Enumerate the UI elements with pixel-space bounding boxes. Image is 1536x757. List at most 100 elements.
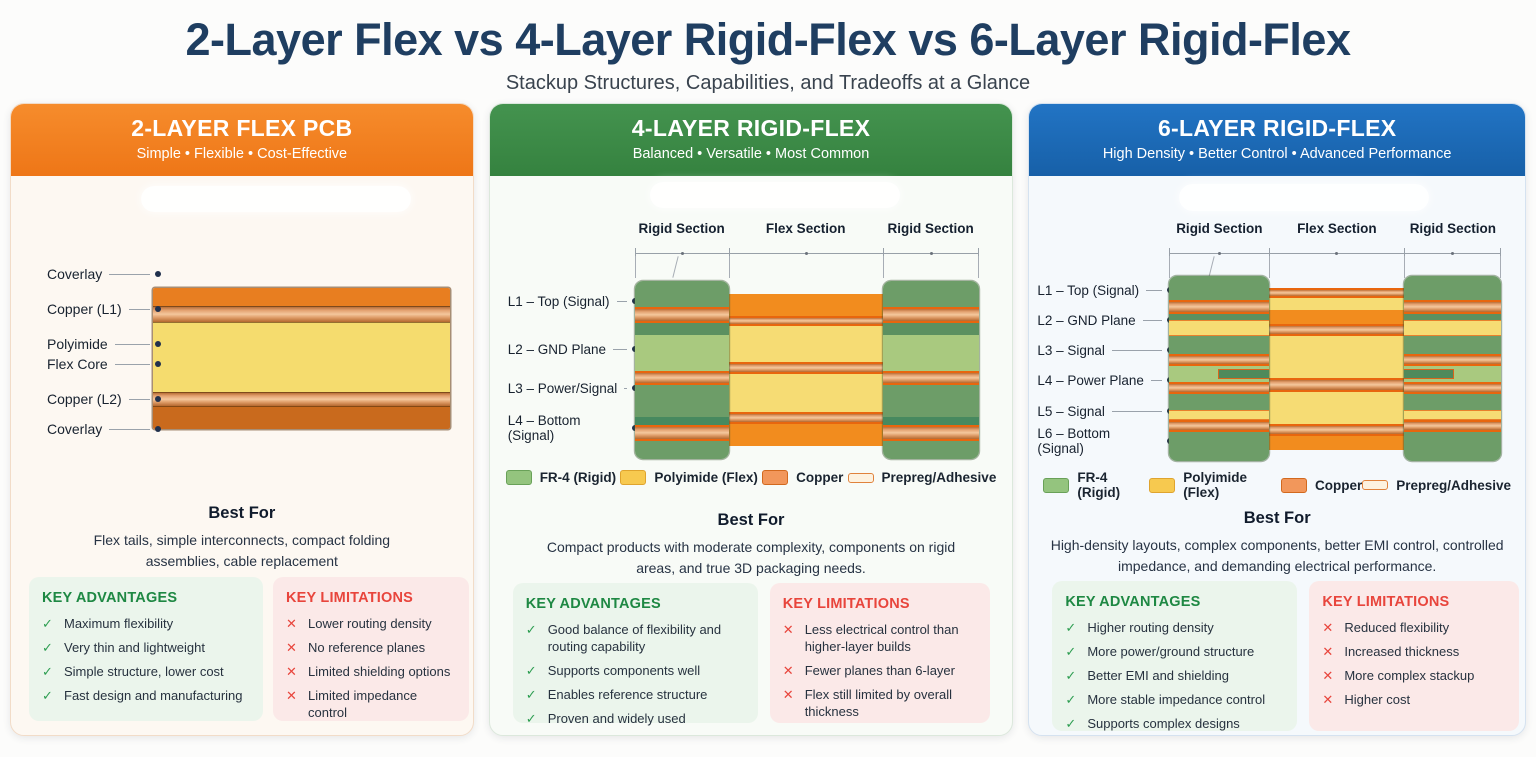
legend-label: FR-4 (Rigid) [539, 470, 617, 485]
panel-header: 2-LAYER FLEX PCB Simple • Flexible • Cos… [11, 104, 473, 176]
dimension-drop-line [1169, 256, 1171, 278]
legend-label: Copper [1314, 477, 1363, 493]
advantage-text: Better EMI and shielding [1087, 667, 1229, 683]
layer-label-text: L5 – Signal [1037, 403, 1105, 419]
layer-coverlay [689, 424, 925, 446]
leader-line [1111, 349, 1163, 351]
layer-label: L6 – Bottom (Signal) [1037, 426, 1174, 456]
layer-copper-l2 [634, 371, 729, 385]
leader-line [128, 308, 150, 310]
layer-power-plane [1404, 366, 1502, 382]
limitation-text: Higher cost [1344, 691, 1411, 707]
advantages-box: KEY ADVANTAGES ✓Higher routing density ✓… [1052, 581, 1298, 733]
layer-copper-l1 [1404, 300, 1502, 314]
check-icon: ✓ [1065, 715, 1077, 731]
advantage-item: ✓Supports components well [526, 663, 745, 680]
dimension-tick [1404, 248, 1406, 258]
advantage-item: ✓ Supports complex designs [1065, 716, 1284, 733]
leader-line [624, 387, 627, 389]
legend-swatch-prepreg [1362, 480, 1389, 490]
rigid-block-left [634, 281, 729, 459]
legend: FR-4 (Rigid) Polyimide (Flex) Copper Pre… [505, 470, 996, 485]
layer-fr4 [1404, 276, 1502, 300]
layer-fr4-dark [634, 417, 729, 425]
layer-coverlay-bottom [153, 406, 450, 429]
dimension-dot [1335, 252, 1339, 255]
leader-line [613, 348, 627, 350]
legend-label: Polyimide (Flex) [1183, 470, 1247, 500]
advantage-item: ✓Good balance of flexibility and routing… [526, 622, 745, 656]
layer-prepreg [1169, 320, 1270, 336]
dimension-drop-line [882, 256, 884, 278]
limitation-text: Increased thickness [1344, 643, 1460, 659]
layer-copper-l2 [1404, 354, 1502, 366]
advantage-text: Maximum flexibility [64, 616, 174, 631]
cross-icon: ✕ [1322, 620, 1334, 635]
panel-title: 4-LAYER RIGID-FLEX [631, 115, 871, 141]
best-for-section: Best For Compact products with moderate … [490, 511, 1013, 578]
limitation-item: ✕Limited impedance control [286, 688, 456, 722]
dimension-tick [728, 248, 730, 258]
limitation-text: Lower routing density [308, 616, 432, 631]
legend-item-fr4: FR-4 (Rigid) [505, 470, 617, 485]
panel-4layer-rigid-flex: 4-LAYER RIGID-FLEX Balanced • Versatile … [488, 103, 1014, 736]
leader-line [114, 363, 150, 365]
dimension-drop-line [1269, 256, 1271, 278]
check-icon: ✓ [525, 686, 537, 702]
legend-swatch-fr4 [1043, 477, 1070, 493]
advantage-item: ✓Simple structure, lower cost [42, 664, 250, 681]
layer-copper-l6 [1404, 420, 1502, 432]
legend-item-prepreg: Prepreg/Adhesive [1362, 478, 1511, 493]
legend-label: Copper [796, 470, 844, 485]
layer-fr4 [1169, 314, 1270, 320]
advantages-heading: KEY ADVANTAGES [42, 590, 178, 606]
best-for-section: Best For High-density layouts, complex c… [1029, 509, 1525, 576]
limitation-text: Limited shielding options [308, 663, 451, 679]
check-icon: ✓ [525, 662, 537, 678]
layer-fr4 [1169, 276, 1270, 300]
dimension-drop-line [728, 256, 730, 278]
dimension-drop-line [977, 256, 979, 278]
label-dot [155, 341, 161, 347]
legend-swatch-polyimide [1149, 477, 1176, 493]
layer-fr4 [1169, 432, 1270, 461]
legend-swatch-polyimide [620, 470, 647, 485]
layer-label: Coverlay [47, 264, 161, 284]
legend-label: FR-4 (Rigid) [1077, 470, 1121, 500]
limitations-heading: KEY LIMITATIONS [782, 596, 910, 612]
layer-label-text: L1 – Top (Signal) [507, 293, 610, 309]
layer-label: Flex Core [47, 354, 161, 374]
label-dot [155, 396, 161, 402]
panels-row: 2-LAYER FLEX PCB Simple • Flexible • Cos… [0, 103, 1536, 736]
advantage-item: ✓Better EMI and shielding [1065, 668, 1284, 685]
layer-label: L2 – GND Plane [1037, 310, 1174, 330]
layer-label-text: L3 – Power/Signal [507, 380, 618, 396]
advantages-heading: KEY ADVANTAGES [525, 596, 661, 612]
layer-fr4 [634, 441, 729, 459]
cross-icon: ✕ [782, 622, 794, 637]
layer-copper-l1 [882, 307, 979, 323]
limitation-item: ✕Reduced flexibility [1322, 620, 1506, 637]
check-icon: ✓ [1065, 691, 1077, 707]
masthead: 2-Layer Flex vs 4-Layer Rigid-Flex vs 6-… [0, 0, 1536, 103]
panel-2layer-flex: 2-LAYER FLEX PCB Simple • Flexible • Cos… [10, 103, 474, 736]
leader-line [109, 273, 150, 275]
layer-label: Coverlay [47, 419, 161, 439]
advantage-text: More stable impedance control [1087, 691, 1266, 707]
advantage-item: ✓More power/ground structure [1065, 644, 1284, 661]
layer-copper-l1 [153, 306, 450, 322]
limitation-item: ✕Flex still limited by overall thickness [783, 687, 977, 721]
cross-icon: ✕ [286, 616, 297, 631]
advantage-text: Supports complex designs [1087, 715, 1240, 731]
limitation-item: ✕No reference planes [286, 640, 456, 657]
best-for-heading: Best For [1243, 509, 1311, 527]
layer-label: L4 – Power Plane [1037, 370, 1174, 390]
cross-icon: ✕ [1322, 691, 1334, 707]
check-icon: ✓ [42, 687, 53, 703]
layer-label-text: L2 – GND Plane [1037, 312, 1136, 328]
advantage-item: ✓ More stable impedance control [1065, 692, 1284, 709]
layer-copper-l1 [1169, 300, 1270, 314]
advantages-box: KEY ADVANTAGES ✓Maximum flexibility ✓Ver… [29, 577, 263, 721]
whiteout-patch [141, 186, 411, 212]
advantage-text: Simple structure, lower cost [64, 663, 224, 679]
